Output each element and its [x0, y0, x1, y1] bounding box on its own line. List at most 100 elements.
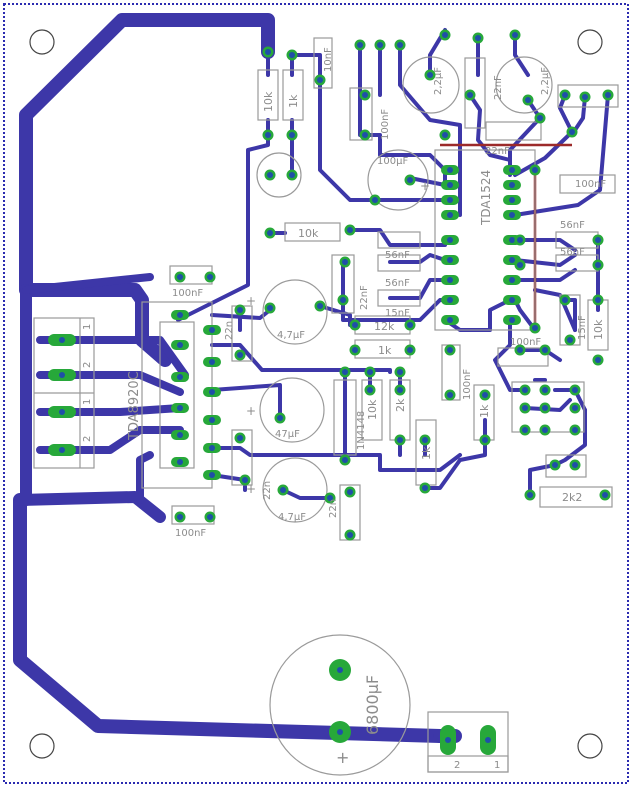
- pad-hole: [595, 262, 601, 268]
- cap-label: 15nF: [577, 315, 588, 340]
- pad-hole: [572, 462, 578, 468]
- mounting-hole: [29, 29, 55, 55]
- polarity-plus: +: [246, 482, 256, 496]
- cap-label: 22n: [224, 321, 235, 340]
- pad-hole: [372, 197, 378, 203]
- cap-label: 2,2µF: [433, 67, 444, 95]
- cap-label: 6800µF: [363, 675, 382, 735]
- pad-hole: [572, 387, 578, 393]
- pad-hole: [517, 262, 523, 268]
- resistor-body: [361, 379, 383, 441]
- resistor-label: 2k2: [562, 491, 582, 504]
- pad-hole: [485, 737, 491, 743]
- pad-hole: [447, 257, 453, 263]
- capacitor-body: [559, 174, 616, 194]
- cap-label: 15nF: [385, 308, 410, 319]
- pad-hole: [602, 492, 608, 498]
- pad-hole: [352, 347, 358, 353]
- pad-hole: [407, 347, 413, 353]
- resistor-label: 10k: [366, 399, 379, 420]
- electrolytic-cap: [495, 56, 553, 114]
- pad-hole: [447, 277, 453, 283]
- pad-hole: [177, 312, 183, 318]
- pad-hole: [347, 532, 353, 538]
- pad-hole: [542, 387, 548, 393]
- connector-outline: [545, 454, 587, 478]
- pad-hole: [362, 92, 368, 98]
- pad-hole: [337, 729, 343, 735]
- pad-hole: [527, 492, 533, 498]
- pad-hole: [475, 35, 481, 41]
- pad-hole: [177, 432, 183, 438]
- pad-hole: [177, 514, 183, 520]
- pad-hole: [509, 212, 515, 218]
- pad-hole: [207, 274, 213, 280]
- pad-hole: [509, 317, 515, 323]
- cap-label: 56nF: [560, 220, 585, 231]
- pad-hole: [445, 737, 451, 743]
- electrolytic-cap: [259, 377, 325, 443]
- pad-hole: [367, 369, 373, 375]
- pad-hole: [562, 297, 568, 303]
- resistor-body: [282, 69, 304, 121]
- pad-hole: [482, 437, 488, 443]
- pad-hole: [59, 337, 65, 343]
- cap-label: 47µF: [275, 429, 300, 440]
- ic-label-tda8920: TDA8920C: [127, 371, 142, 441]
- pad-hole: [532, 325, 538, 331]
- connector-pin-label: 2: [82, 436, 93, 442]
- pad-hole: [442, 132, 448, 138]
- pad-hole: [352, 322, 358, 328]
- pad-hole: [422, 485, 428, 491]
- capacitor-body: [485, 121, 542, 141]
- pad-hole: [582, 94, 588, 100]
- pad-hole: [237, 435, 243, 441]
- pad-hole: [605, 92, 611, 98]
- mounting-hole: [577, 733, 603, 759]
- labels: TDA8920C TDA1524 10nF 2,2µF 2,2µF 22nF 1…: [82, 47, 606, 771]
- big-electrolytic-cap: [269, 634, 411, 776]
- pad-hole: [482, 392, 488, 398]
- pad-hole: [467, 92, 473, 98]
- electrolytic-cap: [402, 56, 460, 114]
- transistor-outline: [256, 152, 302, 198]
- pad-hole: [280, 487, 286, 493]
- pad-hole: [542, 427, 548, 433]
- pad-hole: [317, 77, 323, 83]
- pad-hole: [447, 392, 453, 398]
- pad-hole: [177, 405, 183, 411]
- pad-hole: [567, 337, 573, 343]
- pad-hole: [447, 167, 453, 173]
- pad-hole: [289, 52, 295, 58]
- connector-pin-label: 1: [82, 399, 93, 405]
- pad-hole: [532, 167, 538, 173]
- pad-hole: [59, 447, 65, 453]
- pad-hole: [509, 237, 515, 243]
- pads: [48, 29, 614, 755]
- pad-hole: [595, 237, 601, 243]
- cap-label: 22nF: [485, 146, 510, 157]
- pad-hole: [569, 129, 575, 135]
- pad-hole: [277, 415, 283, 421]
- resistor-label: 10k: [592, 319, 605, 340]
- cap-label: 4,7µF: [278, 512, 306, 523]
- pad-hole: [525, 97, 531, 103]
- capacitor-body: [231, 429, 253, 486]
- pad-hole: [517, 237, 523, 243]
- board-outline: [3, 3, 629, 784]
- pad-hole: [327, 495, 333, 501]
- pad-hole: [572, 427, 578, 433]
- capacitor-body: [313, 37, 333, 89]
- pad-hole: [509, 182, 515, 188]
- pad-hole: [422, 437, 428, 443]
- pad-hole: [447, 317, 453, 323]
- pad-hole: [289, 172, 295, 178]
- pad-hole: [447, 237, 453, 243]
- cap-label: 22nF: [359, 285, 370, 310]
- capacitor-body: [377, 254, 421, 272]
- pad-hole: [342, 457, 348, 463]
- cap-label: 2,2µF: [540, 67, 551, 95]
- pad-hole: [447, 297, 453, 303]
- pad-hole: [59, 372, 65, 378]
- capacitor-body: [377, 231, 421, 249]
